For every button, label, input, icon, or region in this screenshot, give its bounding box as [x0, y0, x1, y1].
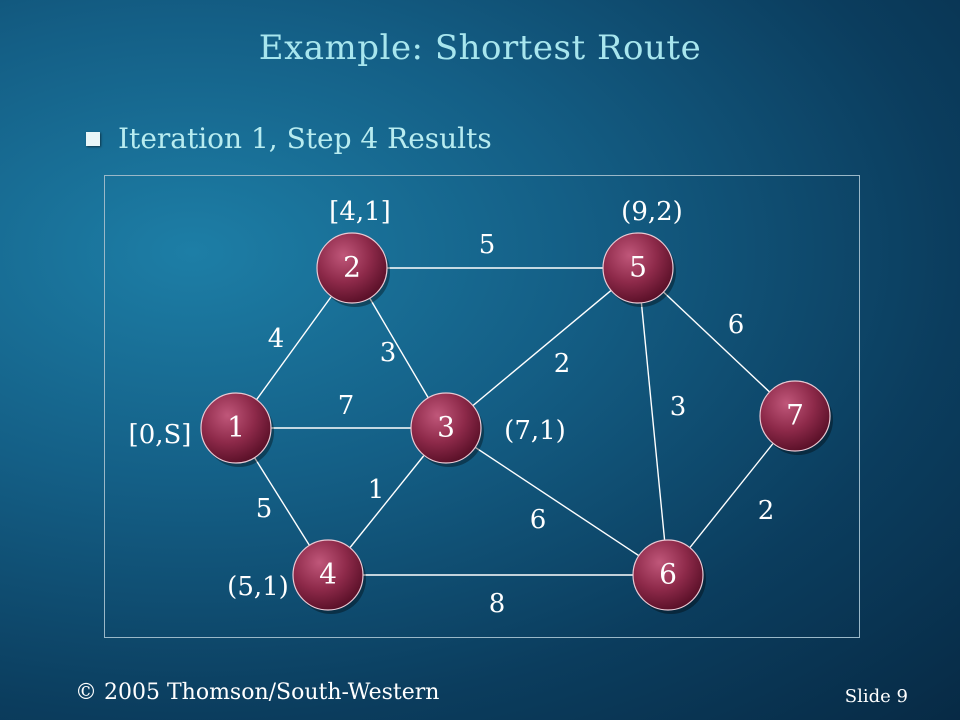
edge-weight-1-2: 4: [268, 324, 285, 354]
node-4: 4: [292, 539, 366, 614]
node-circle-2: [316, 232, 388, 304]
edge-weight-3-6: 6: [530, 505, 547, 535]
node-label-7: 7: [786, 399, 804, 432]
node-tag-1: [0,S]: [129, 420, 192, 450]
node-tag-4: (5,1): [227, 572, 289, 602]
edge-weight-6-7: 2: [758, 496, 775, 526]
slide-title: Example: Shortest Route: [258, 28, 702, 68]
node-label-4: 4: [319, 558, 337, 591]
edge-weight-5-6: 3: [670, 392, 687, 422]
node-circle-7: [759, 380, 831, 452]
edge-5-6: [637, 267, 669, 576]
node-label-2: 2: [343, 251, 361, 284]
node-tag-3: (7,1): [504, 416, 566, 446]
node-1: 1: [200, 392, 274, 467]
edge-weight-1-4: 5: [256, 494, 273, 524]
edge-3-6: [445, 427, 669, 576]
node-3: 3: [410, 392, 484, 467]
edge-weight-2-5: 5: [479, 230, 496, 260]
edge-weight-3-5: 2: [554, 349, 571, 379]
edge-weight-2-3: 3: [380, 338, 397, 368]
edge-weight-1-3: 7: [338, 391, 355, 421]
bullet-item: Iteration 1, Step 4 Results: [86, 122, 492, 155]
node-7: 7: [759, 380, 833, 455]
node-label-5: 5: [629, 251, 647, 284]
node-6: 6: [632, 539, 706, 614]
node-tag-5: (9,2): [621, 197, 683, 227]
node-label-6: 6: [659, 558, 677, 591]
node-circle-4: [292, 539, 364, 611]
node-circle-1: [200, 392, 272, 464]
bullet-text: Iteration 1, Step 4 Results: [118, 122, 492, 155]
node-label-3: 3: [437, 411, 455, 444]
node-label-1: 1: [227, 411, 245, 444]
footer-slide-number: Slide 9: [844, 686, 908, 707]
edge-weight-4-6: 8: [489, 589, 506, 619]
node-2: 2: [316, 232, 390, 307]
node-tag-2: [4,1]: [329, 197, 391, 227]
footer-copyright: © 2005 Thomson/South-Western: [75, 680, 440, 705]
node-5: 5: [602, 232, 676, 307]
edge-weight-3-4: 1: [368, 475, 385, 505]
node-circle-5: [602, 232, 674, 304]
edge-5-7: [637, 267, 796, 417]
node-circle-6: [632, 539, 704, 611]
square-bullet-icon: [86, 131, 100, 146]
edge-weight-5-7: 6: [728, 310, 745, 340]
graph-panel: [104, 175, 860, 638]
node-circle-3: [410, 392, 482, 464]
edge-3-5: [445, 267, 639, 429]
